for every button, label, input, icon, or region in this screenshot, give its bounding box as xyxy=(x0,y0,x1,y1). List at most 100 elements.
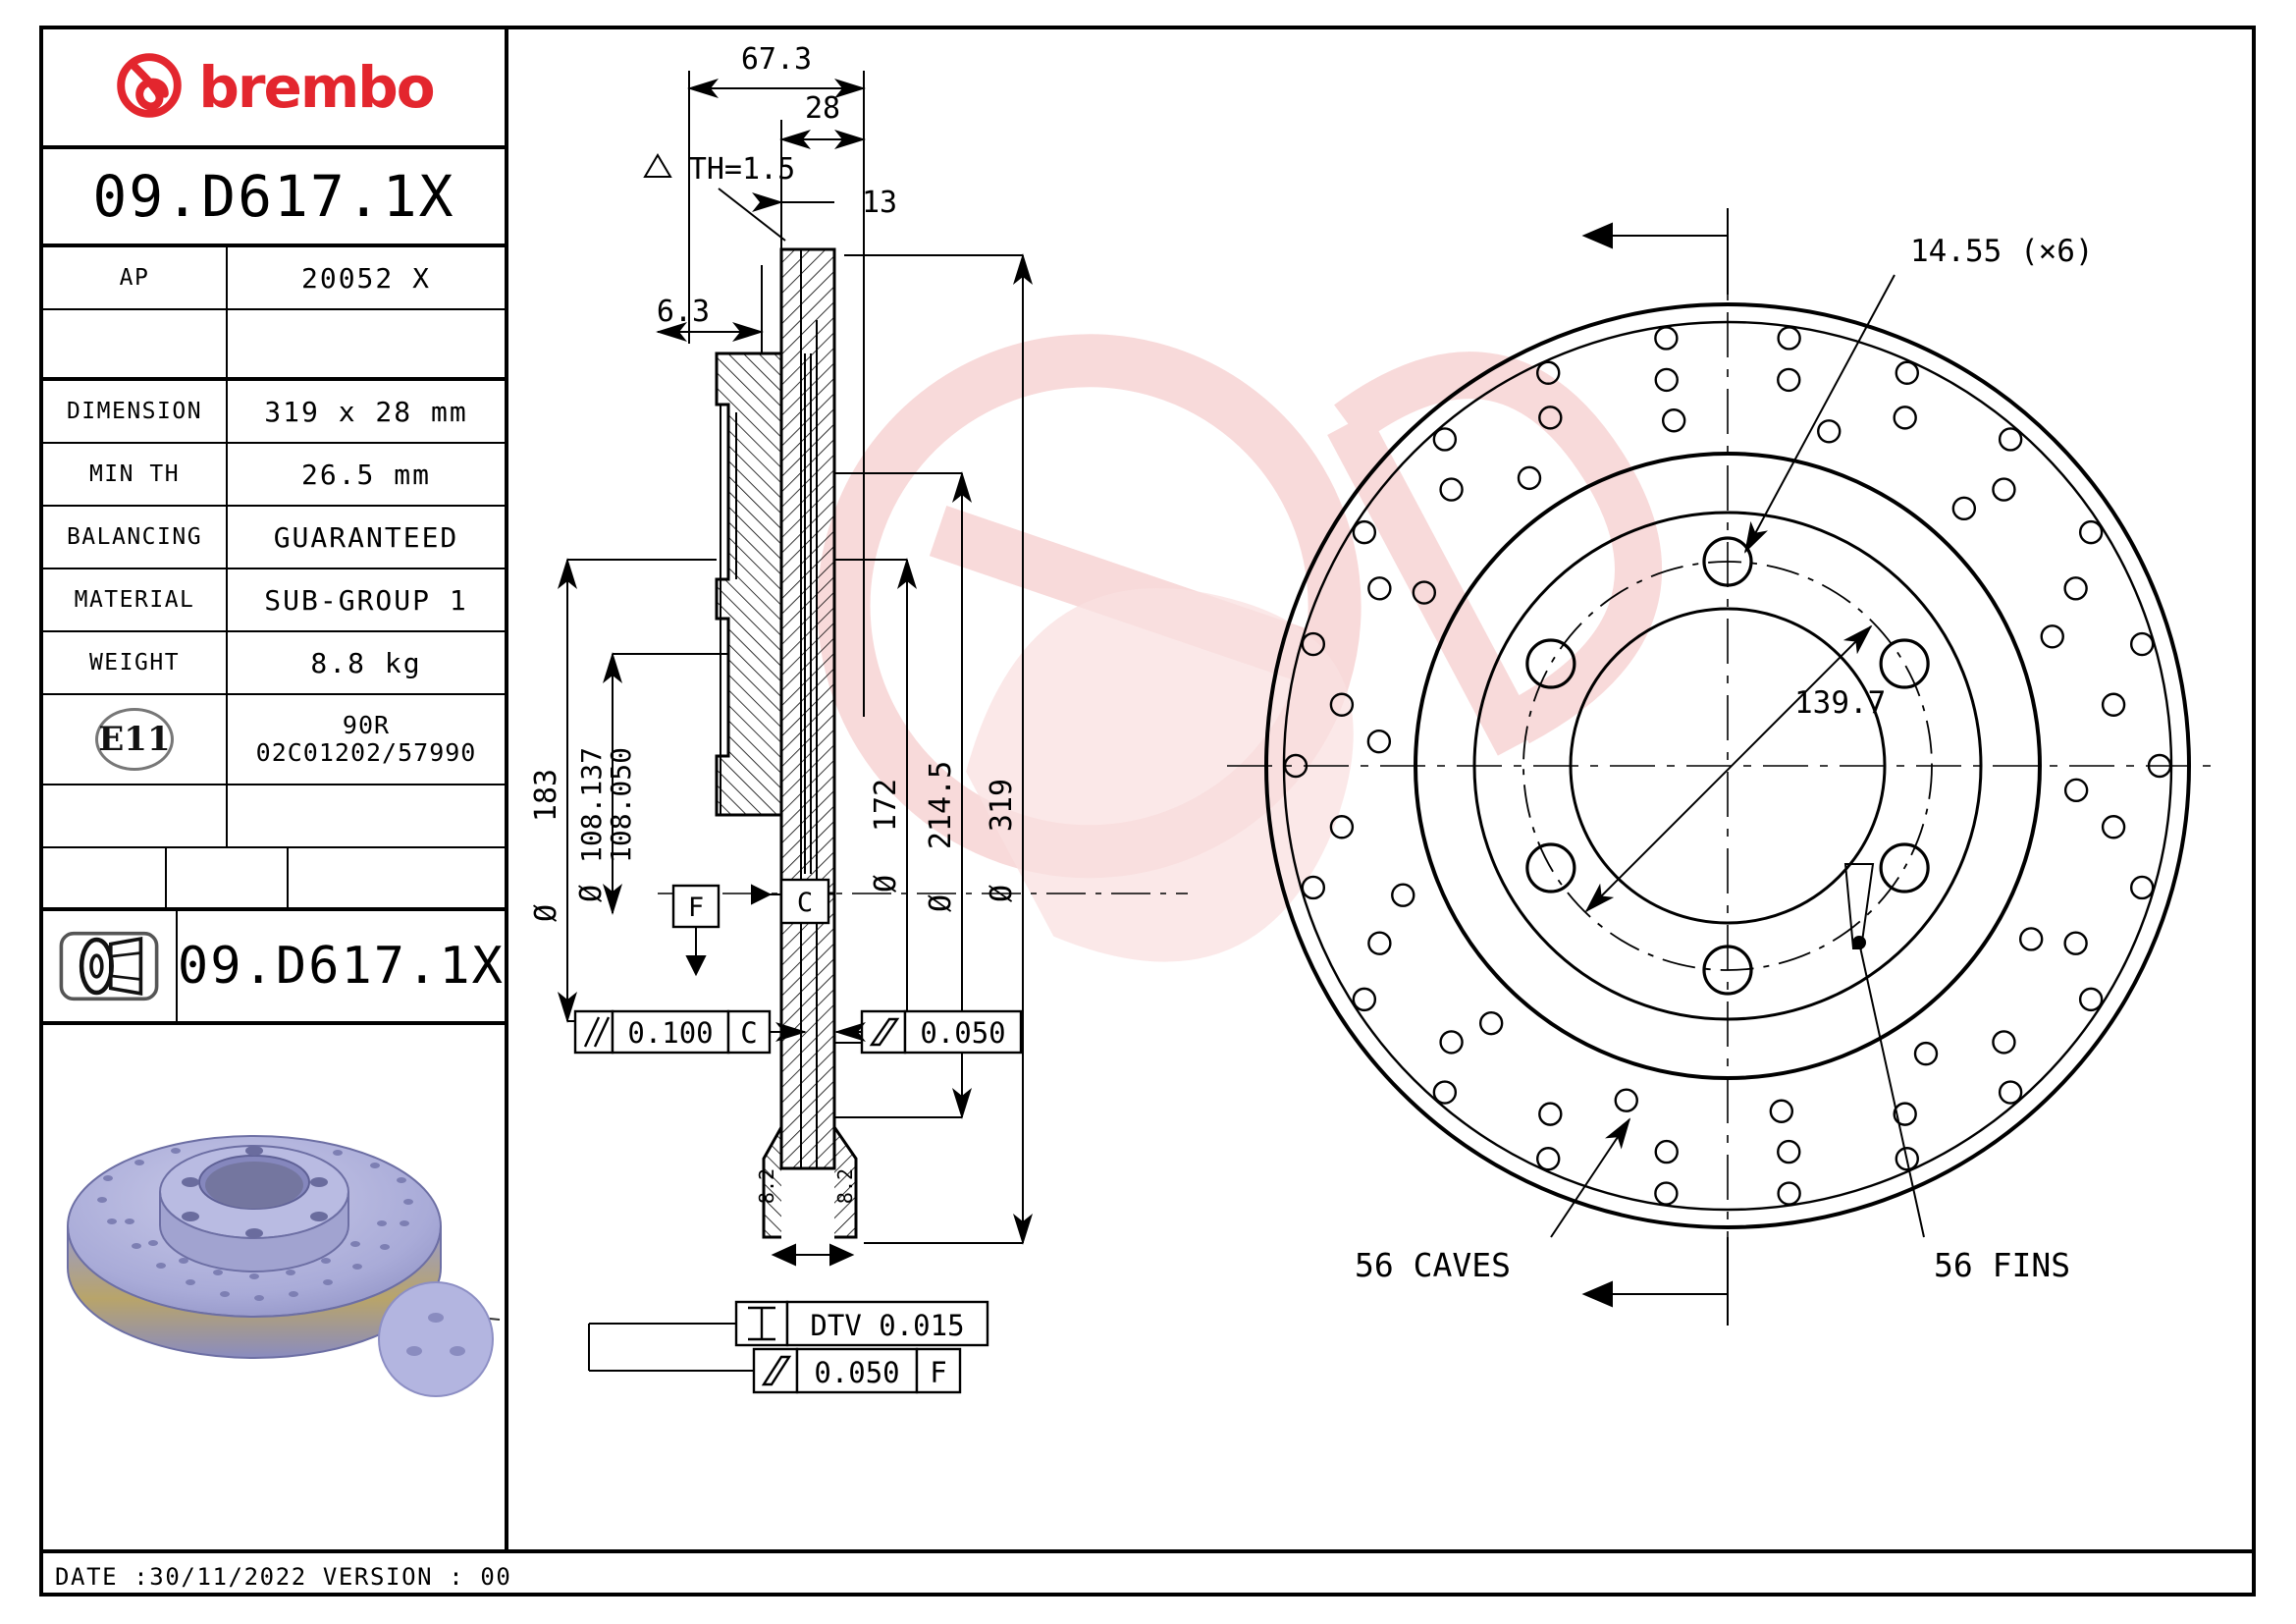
drill-hole xyxy=(1992,477,2016,502)
dim-bore-upper: 108.137 xyxy=(575,747,608,863)
brembo-roundel-icon xyxy=(114,50,185,125)
drill-hole xyxy=(1893,1102,1917,1126)
drill-hole xyxy=(1536,1147,1561,1171)
bolt-hole xyxy=(1879,638,1930,689)
drill-hole xyxy=(1998,427,2023,452)
gdt-dtv-text: DTV 0.015 xyxy=(810,1309,964,1342)
homologation-line-1: 90R xyxy=(342,711,391,739)
dim-overall-width: 67.3 xyxy=(741,42,812,77)
drill-hole xyxy=(1366,729,1392,754)
drill-hole xyxy=(1301,875,1326,900)
panel-divider xyxy=(505,26,508,1549)
footer-date: DATE :30/11/2022 VERSION : 00 xyxy=(55,1563,512,1591)
part-number-cell: 09.D617.1X xyxy=(43,149,505,247)
drill-hole xyxy=(1614,1088,1638,1112)
dim-small-1: 8.2 xyxy=(755,1168,778,1204)
label-fins: 56 FINS xyxy=(1934,1246,2070,1284)
drill-hole xyxy=(1432,427,1458,452)
drill-hole xyxy=(1992,1030,2016,1055)
drill-hole xyxy=(1777,1139,1801,1164)
disc-icon-cell: 09.D617.1X xyxy=(43,911,505,1025)
bolt-hole xyxy=(1879,842,1930,893)
info-panel: brembo 09.D617.1X AP 20052 X DIMENSION 3… xyxy=(43,29,593,1545)
drill-hole xyxy=(1439,477,1464,502)
table-row-ap: AP 20052 X xyxy=(43,247,505,310)
row-value: SUB-GROUP 1 xyxy=(264,583,468,617)
row-label: MATERIAL xyxy=(74,587,195,613)
table-row-homologation: E11 90R 02C01202/57990 xyxy=(43,695,505,785)
table-row-balancing: BALANCING GUARANTEED xyxy=(43,507,505,569)
table-row-blank-1 xyxy=(43,310,505,381)
drill-hole xyxy=(2078,519,2104,545)
drill-hole xyxy=(1517,465,1542,491)
homologation-line-2: 02C01202/57990 xyxy=(255,738,477,767)
drill-hole xyxy=(1895,1147,1919,1171)
drill-hole xyxy=(2129,875,2155,900)
table-row-weight: WEIGHT 8.8 kg xyxy=(43,632,505,695)
drill-hole xyxy=(1536,360,1561,385)
drill-hole xyxy=(1654,326,1679,351)
drill-hole xyxy=(1777,326,1801,351)
dim-disc-thickness: 28 xyxy=(805,91,840,126)
drill-hole xyxy=(1352,519,1377,545)
table-row-blank-3 xyxy=(43,848,505,911)
row-value: 319 x 28 mm xyxy=(264,395,468,428)
drill-hole xyxy=(1895,360,1919,385)
drill-hole xyxy=(1769,1099,1794,1123)
gdt-runout-bottom-tol: 0.050 xyxy=(814,1356,899,1389)
drill-hole xyxy=(2040,624,2064,649)
drill-hole xyxy=(2018,927,2044,951)
drill-hole xyxy=(1478,1010,1504,1036)
drill-hole xyxy=(1538,406,1563,430)
disc-thumbnail-cell xyxy=(43,1025,593,1545)
table-row-blank-2 xyxy=(43,785,505,848)
dia-symbol-bore: Ø xyxy=(574,885,609,902)
drill-hole xyxy=(1777,367,1801,393)
label-pcd: 139.7 xyxy=(1794,685,1886,721)
drill-hole xyxy=(1893,406,1917,430)
part-number-secondary: 09.D617.1X xyxy=(177,937,505,996)
brake-disc-icon xyxy=(43,911,178,1021)
gdt-runout-face-tol: 0.050 xyxy=(920,1016,1005,1050)
datum-c-label: C xyxy=(797,888,813,918)
drill-hole xyxy=(1329,692,1355,717)
drill-hole xyxy=(2063,931,2088,955)
drill-hole xyxy=(2101,692,2126,717)
drill-hole xyxy=(1951,496,1977,521)
dim-bore-lower: 108.050 xyxy=(605,747,637,863)
row-label: DIMENSION xyxy=(66,399,203,424)
drill-hole xyxy=(1432,1080,1458,1105)
drill-hole xyxy=(1538,1102,1563,1126)
row-label: BALANCING xyxy=(66,524,203,550)
drill-hole xyxy=(1654,367,1679,393)
drill-hole xyxy=(1654,1139,1679,1164)
drawing-frame xyxy=(39,26,2256,1597)
label-bolt-hole-dia: 14.55 (×6) xyxy=(1910,234,2094,269)
drill-hole xyxy=(2101,815,2126,839)
label-caves: 56 CAVES xyxy=(1355,1246,1511,1284)
datum-f-label: F xyxy=(688,893,704,923)
gdt-runout-bottom-datum: F xyxy=(930,1356,946,1389)
row-value: 26.5 mm xyxy=(300,458,431,491)
dim-small-2: 8.2 xyxy=(833,1168,857,1204)
drill-hole xyxy=(1998,1080,2023,1105)
e11-approval-badge: E11 xyxy=(95,708,174,771)
dim-mid-dia: 214.5 xyxy=(924,761,958,849)
dia-symbol-183: Ø xyxy=(529,904,563,922)
part-number: 09.D617.1X xyxy=(92,163,455,230)
brand-logo-cell: brembo xyxy=(43,29,505,149)
dim-inner-dia: 172 xyxy=(869,779,903,832)
row-label: AP xyxy=(119,265,150,291)
bolt-hole xyxy=(1702,536,1753,587)
drill-hole xyxy=(2078,987,2104,1012)
drill-hole xyxy=(2147,753,2172,779)
drill-hole xyxy=(1329,815,1355,839)
dim-outer-dia: 319 xyxy=(985,779,1019,832)
bolt-hole xyxy=(1525,842,1576,893)
footer-divider xyxy=(39,1549,2256,1553)
row-value: GUARANTEED xyxy=(273,520,459,554)
drill-hole xyxy=(1367,931,1392,955)
brand-name: brembo xyxy=(198,54,435,121)
drill-hole xyxy=(1439,1030,1464,1055)
bolt-hole xyxy=(1702,945,1753,996)
